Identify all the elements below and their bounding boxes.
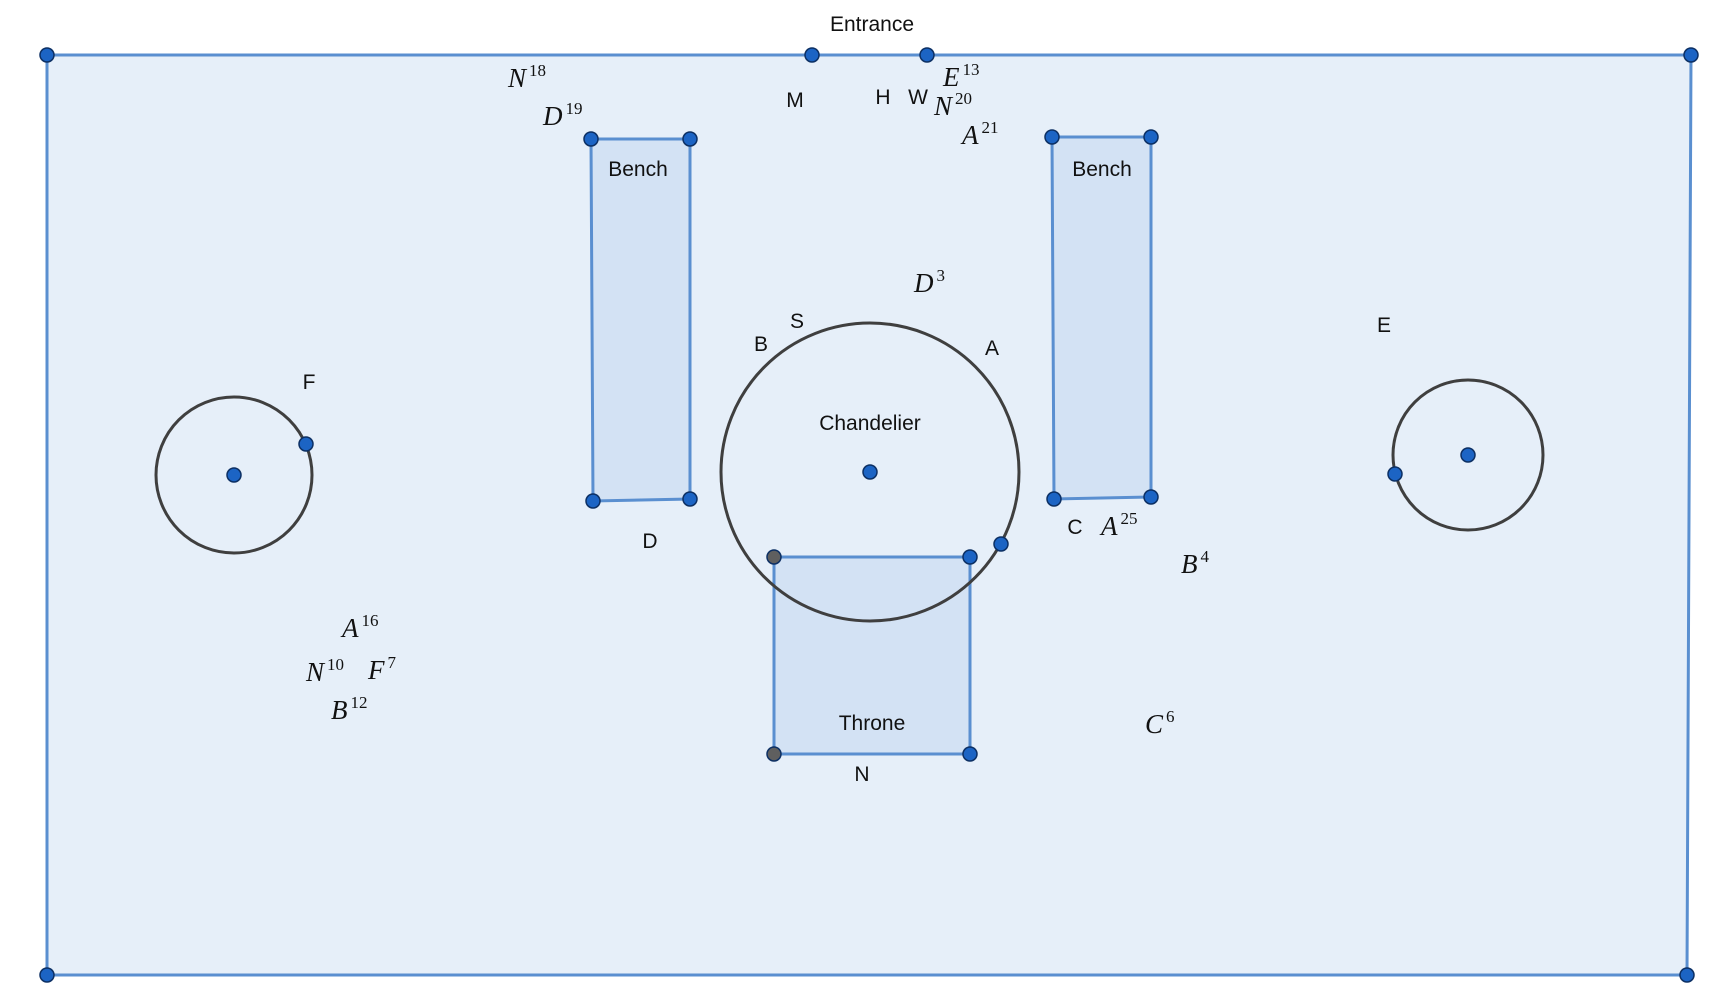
right-bench-shape xyxy=(1050,135,1153,501)
throne-vertex[interactable] xyxy=(962,746,978,762)
hall-region xyxy=(45,53,1693,977)
point-label-e: E xyxy=(1377,314,1391,337)
entrance-label: Entrance xyxy=(830,13,914,36)
left-bench-shape xyxy=(589,137,692,503)
throne-vertex[interactable] xyxy=(962,549,978,565)
right-bench-vertex[interactable] xyxy=(1143,129,1159,145)
point-label-c: C xyxy=(1067,516,1082,539)
left-circle xyxy=(154,395,314,555)
vertex-points xyxy=(39,47,1699,983)
left-bench-vertex[interactable] xyxy=(682,491,698,507)
chandelier-label: Chandelier xyxy=(819,412,921,435)
point-label-b: B xyxy=(754,333,768,356)
right-circle xyxy=(1391,378,1545,532)
left-bench-vertex[interactable] xyxy=(585,493,601,509)
point-label-n: N xyxy=(854,763,869,786)
throne-label: Throne xyxy=(839,712,906,735)
left-circle-edge-point[interactable] xyxy=(298,436,314,452)
entrance-point[interactable] xyxy=(804,47,820,63)
point-label-f: F xyxy=(303,371,316,394)
right-bench-label: Bench xyxy=(1072,158,1132,181)
left-bench-label: Bench xyxy=(608,158,668,181)
point-label-d: D xyxy=(642,530,657,553)
hall-corner-point[interactable] xyxy=(39,967,55,983)
throne-vertex[interactable] xyxy=(766,549,782,565)
point-label-w: W xyxy=(908,86,928,109)
right-circle-center-point[interactable] xyxy=(1460,447,1476,463)
hall-corner-point[interactable] xyxy=(1679,967,1695,983)
right-bench-vertex[interactable] xyxy=(1143,489,1159,505)
hall-corner-point[interactable] xyxy=(39,47,55,63)
throne-vertex[interactable] xyxy=(766,746,782,762)
point-label-a: A xyxy=(985,337,999,360)
point-label-h: H xyxy=(875,86,890,109)
left-bench-vertex[interactable] xyxy=(682,131,698,147)
hall-corner-point[interactable] xyxy=(1683,47,1699,63)
point-label-m: M xyxy=(786,89,804,112)
chandelier-circle xyxy=(719,321,1021,623)
chandelier-edge-point[interactable] xyxy=(993,536,1009,552)
left-circle-center-point[interactable] xyxy=(226,467,242,483)
right-bench-vertex[interactable] xyxy=(1046,491,1062,507)
point-label-s: S xyxy=(790,310,804,333)
left-bench-vertex[interactable] xyxy=(583,131,599,147)
right-bench-vertex[interactable] xyxy=(1044,129,1060,145)
chandelier-center-point[interactable] xyxy=(862,464,878,480)
entrance-point[interactable] xyxy=(919,47,935,63)
right-circle-edge-point[interactable] xyxy=(1387,466,1403,482)
